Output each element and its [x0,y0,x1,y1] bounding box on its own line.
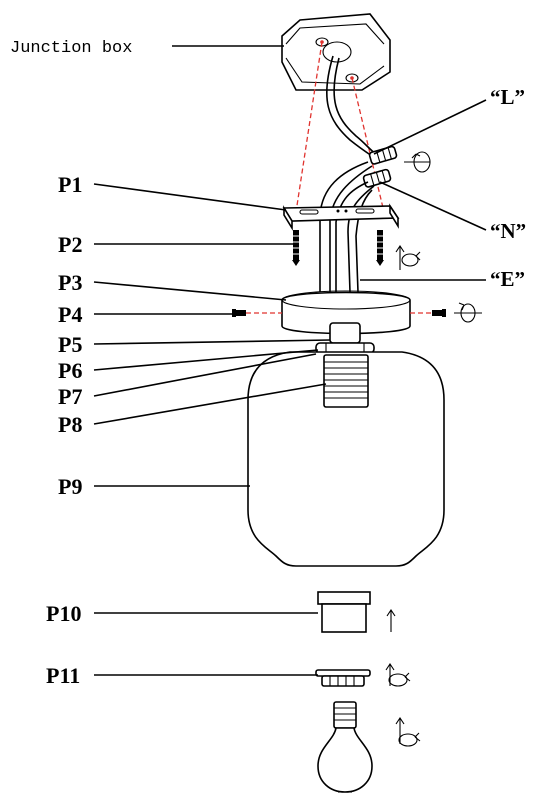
label-wire-n: “N” [490,219,526,243]
label-p11: P11 [46,663,80,688]
label-p9: P9 [58,474,82,499]
label-p10: P10 [46,601,81,626]
label-p8: P8 [58,412,82,437]
up-arrow-icon [395,245,405,270]
threaded-socket-p8 [323,354,369,408]
cord-grip-p5 [329,322,361,344]
rotate-arrow-icon [401,251,421,267]
up-arrow-icon [395,717,405,744]
label-wire-e: “E” [490,267,525,291]
mounting-bracket-p1 [282,203,400,231]
label-p6: P6 [58,358,82,383]
label-p3: P3 [58,270,82,295]
label-p5: P5 [58,332,82,357]
rotate-arrow-icon [398,732,421,747]
label-junction-box: Junction box [10,39,132,58]
mounting-screws-p2 [292,230,384,266]
glass-shade-p9 [247,351,445,567]
label-p4: P4 [58,302,82,327]
supply-wires [325,55,377,157]
sleeve-p10 [317,591,371,633]
canopy-p3 [281,290,411,335]
label-wire-l: “L” [490,85,525,109]
junction-box [281,13,391,91]
light-bulb [317,701,373,793]
shade-ring-p11 [315,669,371,687]
leader-lines [93,45,487,676]
label-p2: P2 [58,232,82,257]
side-screws-p4 [232,309,446,317]
rotate-arrow-icon [388,672,411,687]
label-p1: P1 [58,172,82,197]
label-p7: P7 [58,384,82,409]
rotate-arrow-icon [454,302,482,323]
rotate-arrow-icon [404,151,431,173]
wire-connectors [362,145,398,188]
up-arrow-icon [386,609,396,632]
